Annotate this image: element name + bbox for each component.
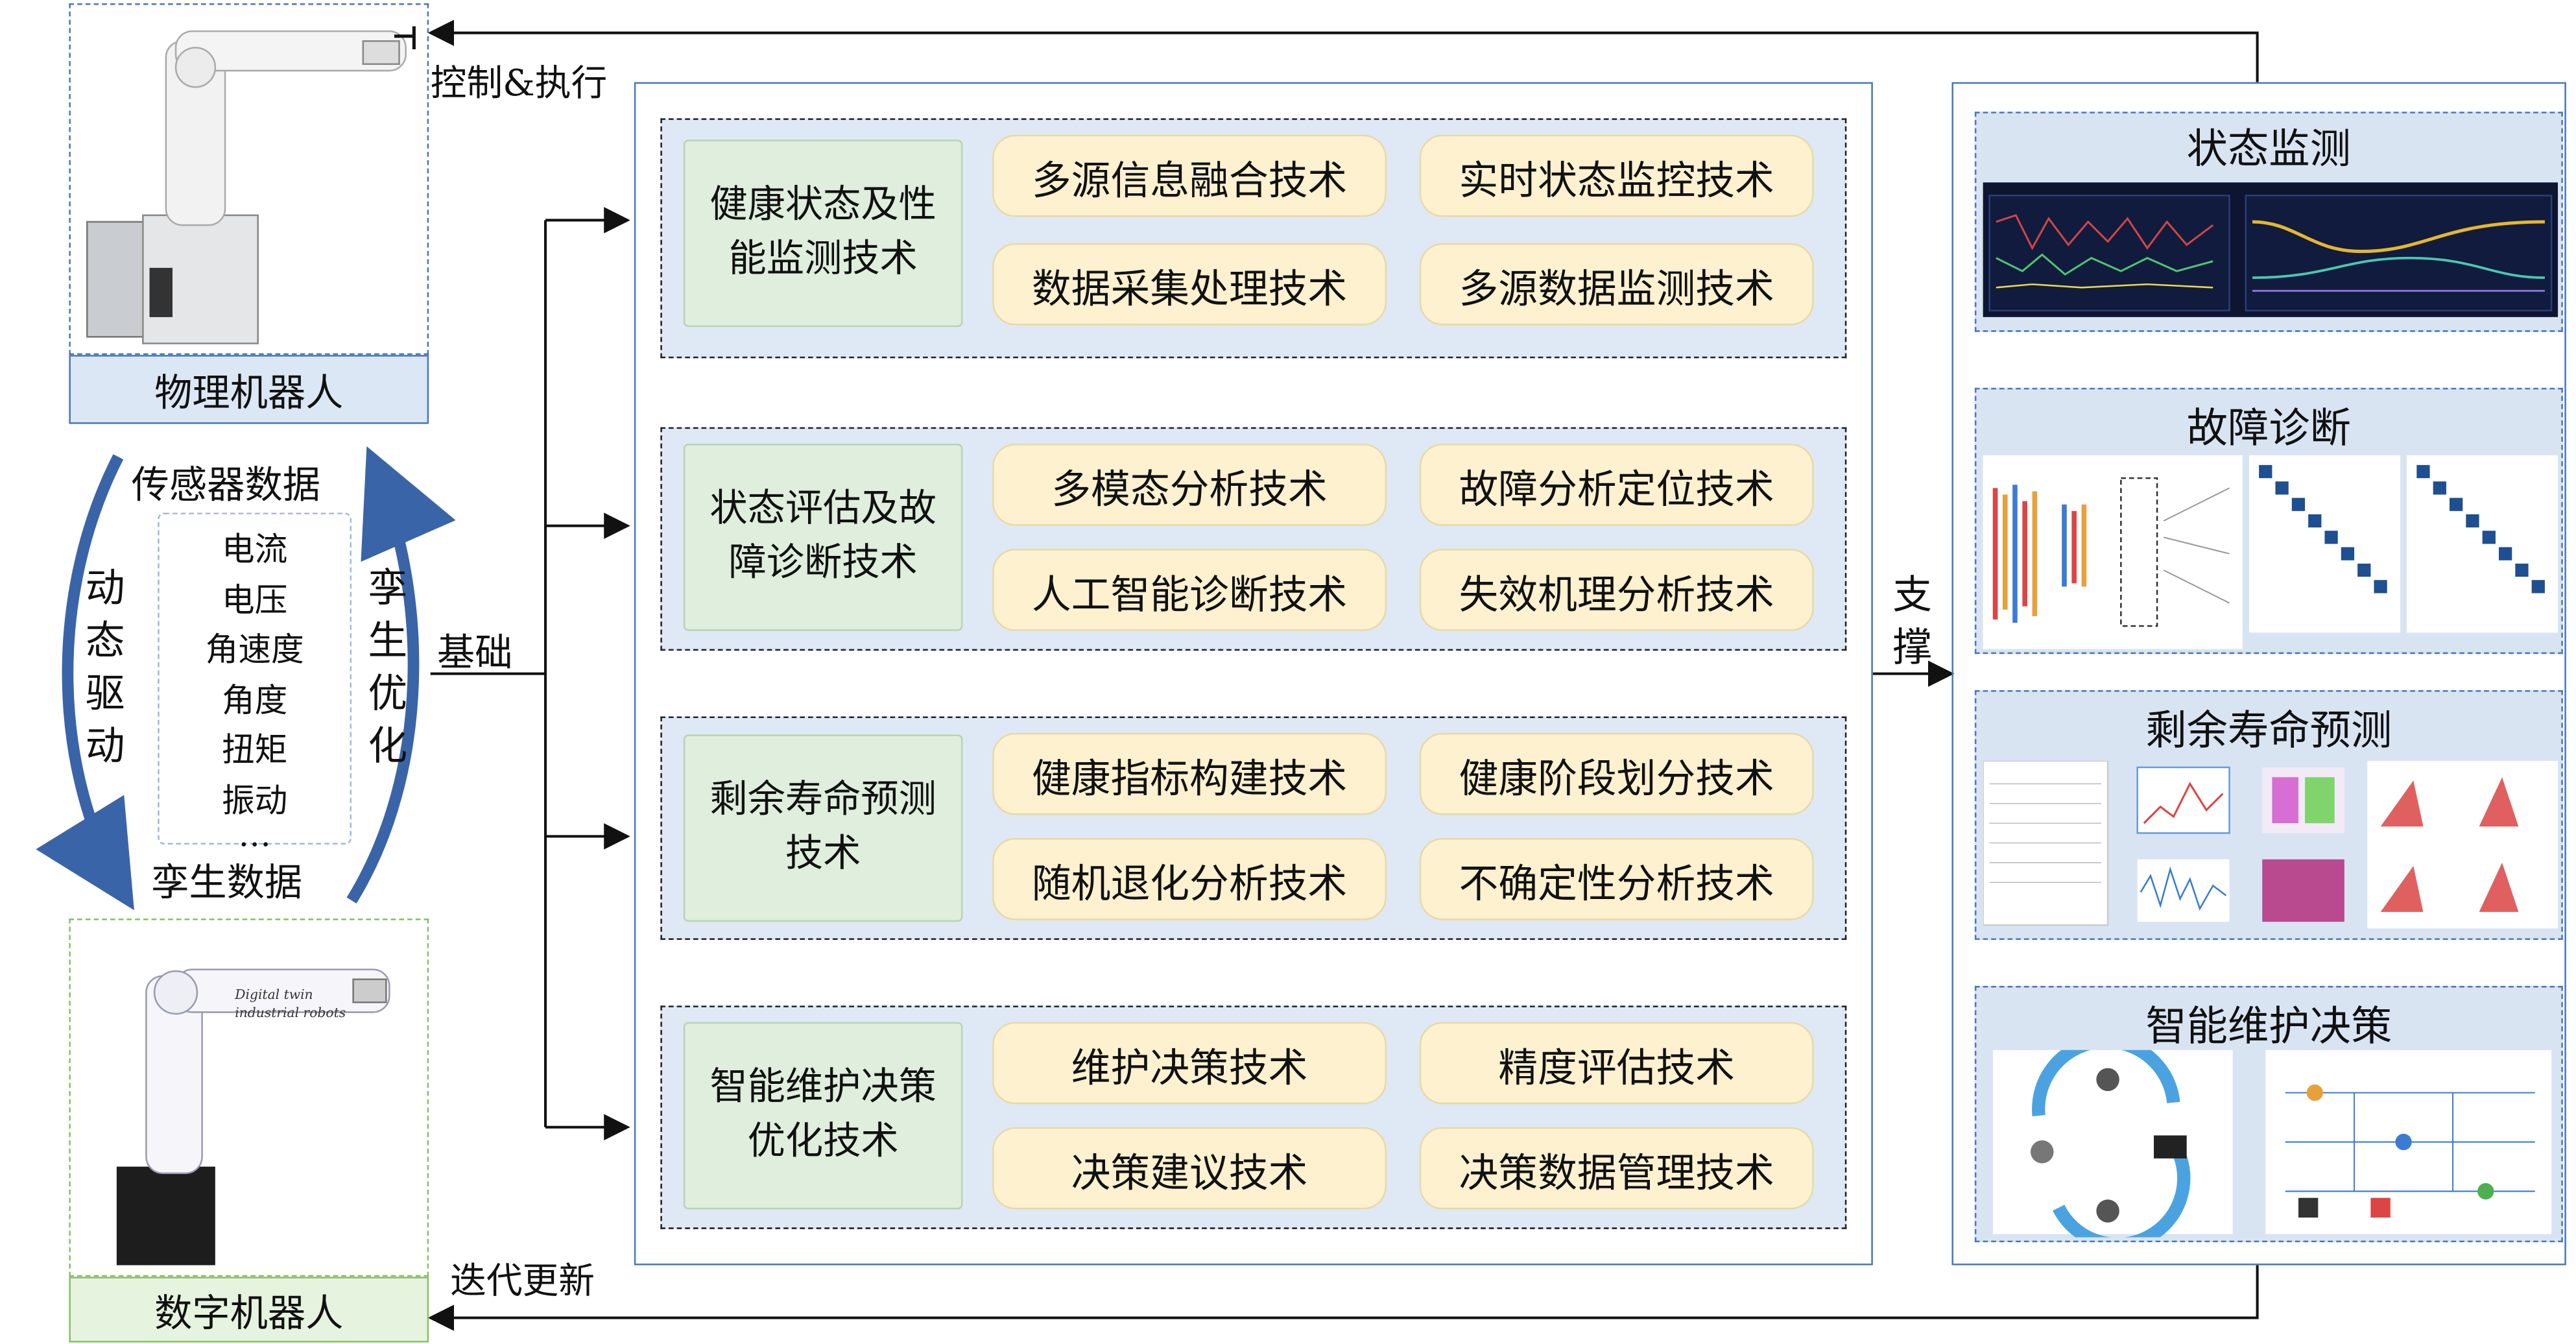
sensor-item: 电流 (221, 529, 288, 569)
dynamic-drive-label: 动态驱动 (85, 565, 125, 769)
sensor-item: 角度 (221, 679, 288, 719)
tech-item: 决策数据管理技术 (1419, 1127, 1814, 1210)
app-panel-title: 智能维护决策 (2145, 1002, 2392, 1050)
app-panel-diagnosis: 故障诊断 (1974, 387, 2563, 654)
sensor-item: 扭矩 (221, 729, 288, 769)
dynamic-drive-arrow (36, 454, 134, 911)
digital-robot-label: 数字机器人 (69, 1277, 429, 1343)
app-panel-title: 剩余寿命预测 (2145, 706, 2392, 754)
tech-item: 数据采集处理技术 (992, 243, 1387, 326)
tech-item: 故障分析定位技术 (1419, 443, 1814, 526)
app-panel-maintenance: 智能维护决策 (1974, 985, 2563, 1243)
control-execute-label: 控制&执行 (430, 64, 608, 106)
diagnosis-figure-image (1983, 455, 2558, 649)
sensor-list-box: 电流 电压 角速度 角度 扭矩 振动 … (158, 512, 352, 855)
digital-robot-image (116, 968, 390, 1266)
tech-item: 失效机理分析技术 (1419, 549, 1814, 631)
digital-robot-caption: Digital twin industrial robots (235, 986, 346, 1022)
monitoring-dashboard-image (1983, 182, 2558, 317)
physical-robot-frame (69, 3, 429, 355)
app-panel-rul: 剩余寿命预测 (1974, 690, 2563, 940)
tech-item: 人工智能诊断技术 (992, 549, 1387, 631)
physical-robot-label: 物理机器人 (69, 355, 429, 424)
tech-item: 实时状态监控技术 (1419, 134, 1814, 217)
iterate-update-label: 迭代更新 (450, 1262, 595, 1303)
tech-item: 健康指标构建技术 (992, 732, 1387, 815)
physical-robot-image (86, 30, 407, 344)
maintenance-figure-image (1992, 1050, 2552, 1238)
app-panel-monitoring: 状态监测 (1974, 112, 2563, 332)
digital-robot-caption-line: Digital twin (235, 987, 313, 1003)
control-arrow (427, 19, 2259, 82)
tech-item: 决策建议技术 (992, 1127, 1387, 1210)
tech-item: 随机退化分析技术 (992, 837, 1387, 920)
digital-robot-frame: Digital twin industrial robots (69, 918, 429, 1277)
tech-item: 不确定性分析技术 (1419, 837, 1814, 920)
tech-category: 智能维护决策优化技术 (683, 1022, 963, 1210)
sensor-item: 电压 (221, 579, 288, 619)
tech-item: 维护决策技术 (992, 1022, 1387, 1105)
sensor-item: 角速度 (205, 629, 304, 669)
app-panel-title: 故障诊断 (2186, 404, 2352, 452)
sensor-data-label: 传感器数据 (131, 464, 320, 508)
tech-category: 健康状态及性能监测技术 (683, 139, 963, 328)
app-panel-title: 状态监测 (2186, 125, 2352, 173)
rul-figure-image (1983, 760, 2558, 929)
twin-optimize-label: 孪生优化 (368, 565, 408, 769)
sensor-item: … (238, 815, 271, 855)
technology-panel (634, 82, 1873, 1266)
sensor-item: 振动 (221, 780, 288, 819)
tech-item: 多源信息融合技术 (992, 134, 1387, 217)
tech-item: 健康阶段划分技术 (1419, 732, 1814, 815)
tech-item: 精度评估技术 (1419, 1022, 1814, 1105)
foundation-label: 基础 (436, 632, 513, 676)
twin-data-label: 孪生数据 (151, 862, 303, 906)
application-panel (1951, 82, 2566, 1266)
sensor-list: 电流 电压 角速度 角度 扭矩 振动 … (160, 514, 350, 855)
iterate-arrow (427, 1265, 2259, 1331)
tech-item: 多模态分析技术 (992, 443, 1387, 526)
tech-category: 状态评估及故障诊断技术 (683, 443, 963, 631)
digital-robot-caption-line: industrial robots (235, 1005, 346, 1021)
support-label: 支撑 (1892, 571, 1933, 671)
twin-optimize-arrow (346, 446, 456, 904)
tech-item: 多源数据监测技术 (1419, 243, 1814, 326)
tech-category: 剩余寿命预测技术 (683, 734, 963, 922)
gripper-icon (326, 13, 427, 62)
